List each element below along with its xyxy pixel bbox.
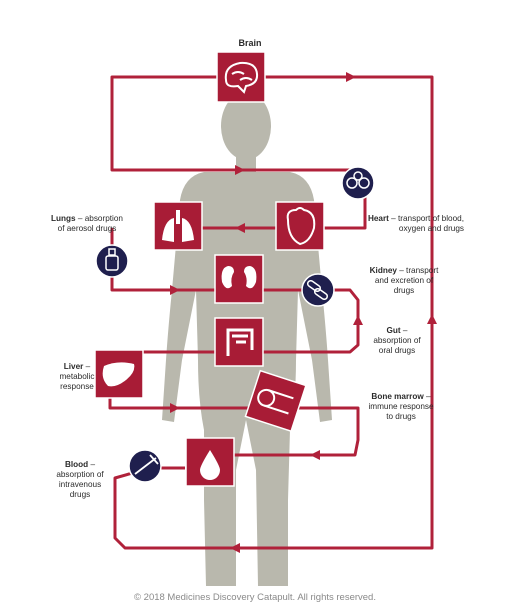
brain-box	[216, 51, 266, 103]
syringe-icon	[134, 454, 159, 475]
syringe-circle	[128, 449, 162, 483]
lungs-label: Lungs – absorption of aerosol drugs	[51, 214, 123, 233]
inhaler-icon	[105, 248, 119, 271]
liver-box	[94, 349, 144, 399]
gut-box	[214, 317, 264, 367]
blood-drop-icon	[200, 450, 220, 480]
kidney-icon	[221, 266, 257, 289]
kidney-label: Kidney – transport and excretion of drug…	[369, 266, 439, 295]
blood-label: Blood – absorption of intravenous drugs	[56, 460, 104, 499]
heart-label: Heart – transport of blood, oxygen and d…	[367, 214, 464, 233]
capsules-circle	[301, 273, 335, 307]
bone-marrow-box	[244, 369, 307, 433]
blood-box	[185, 437, 235, 487]
capsules-icon	[306, 279, 329, 301]
heart-box	[275, 201, 325, 251]
brain-title: Brain	[238, 38, 262, 48]
kidney-box	[214, 254, 264, 304]
bone-marrow-label: Bone marrow – immune response to drugs	[368, 392, 434, 421]
gut-label: Gut – absorption of oral drugs	[373, 326, 421, 355]
copyright-footer: © 2018 Medicines Discovery Catapult. All…	[134, 592, 376, 603]
flow-arrowheads	[170, 72, 437, 553]
pills-circle	[341, 166, 375, 200]
heart-icon	[286, 207, 316, 246]
inhaler-circle	[95, 244, 129, 278]
gut-icon	[226, 328, 254, 356]
bone-marrow-icon	[257, 388, 294, 415]
liver-label: Liver – metabolic response	[59, 362, 95, 391]
lungs-icon	[162, 210, 194, 242]
liver-icon	[102, 362, 135, 387]
lungs-box	[153, 201, 203, 251]
pills-icon	[346, 171, 370, 189]
brain-icon	[224, 61, 259, 94]
